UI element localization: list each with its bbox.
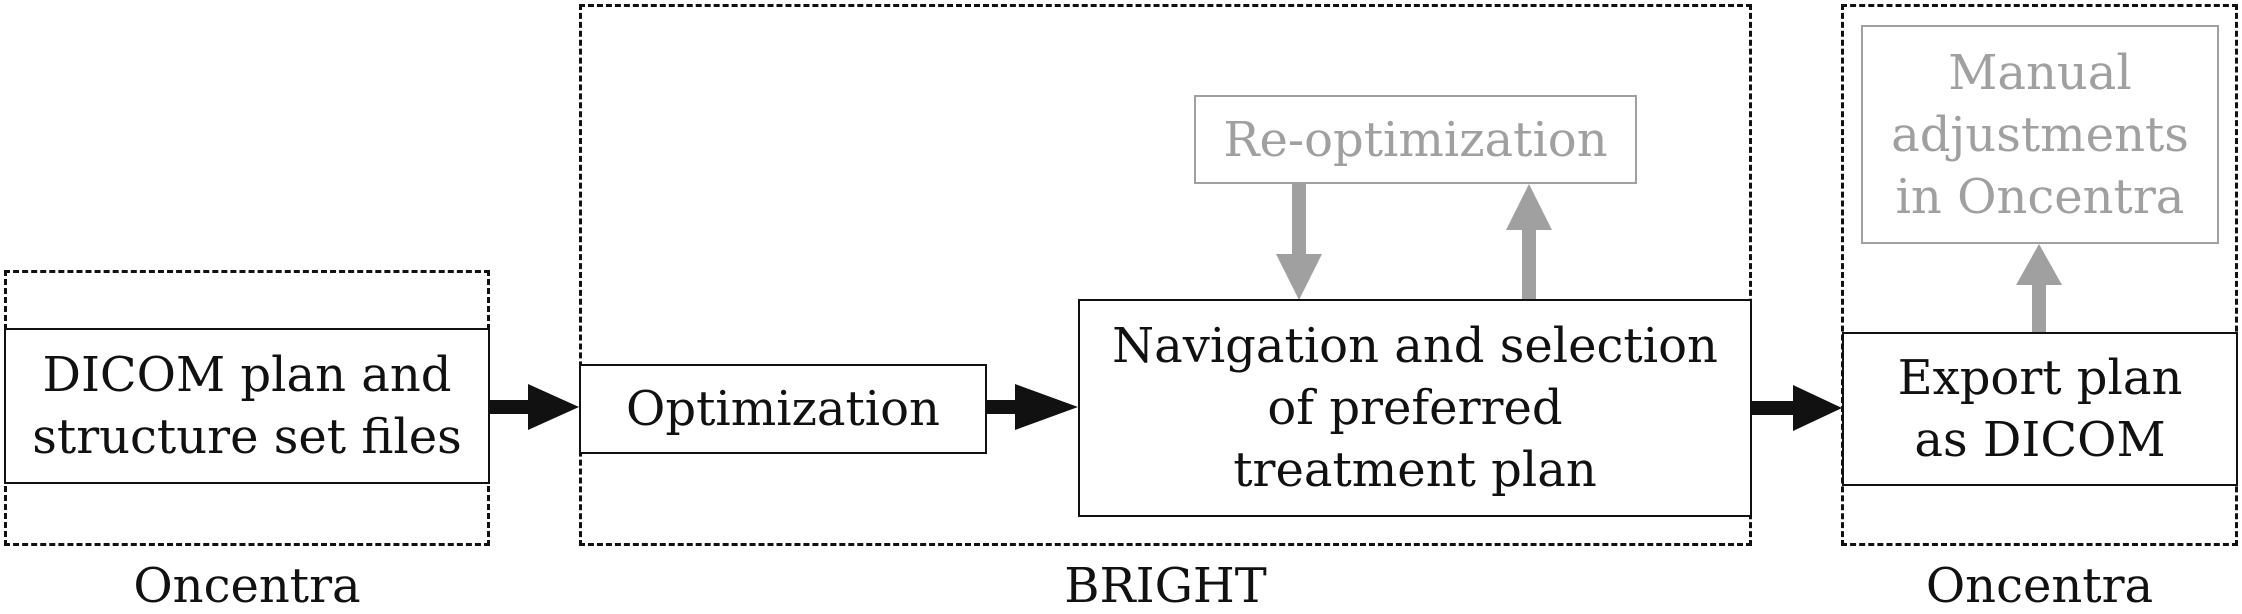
node-export-dicom: Export plan as DICOM <box>1842 332 2238 486</box>
group-label-oncentra-output: Oncentra <box>1925 558 2154 614</box>
node-manual-adjustments: Manual adjustments in Oncentra <box>1861 25 2219 244</box>
node-reoptimization: Re-optimization <box>1194 95 1637 184</box>
arrow-navigation-to-export <box>1751 385 1842 431</box>
node-dicom-input: DICOM plan and structure set files <box>4 328 490 484</box>
group-box-bright <box>579 4 1752 546</box>
arrow-input-to-optimization <box>490 384 579 430</box>
node-navigation-selection: Navigation and selection of preferred tr… <box>1078 299 1752 517</box>
arrow-export-to-manual <box>2016 244 2062 332</box>
node-optimization: Optimization <box>579 364 987 454</box>
arrow-reoptimization-down <box>1276 184 1322 300</box>
arrow-reoptimization-up <box>1506 184 1552 299</box>
arrow-optimization-to-navigation <box>987 384 1078 430</box>
group-label-bright: BRIGHT <box>1064 558 1267 614</box>
group-label-oncentra-input: Oncentra <box>133 558 361 614</box>
group-box-oncentra-output <box>1841 4 2238 546</box>
